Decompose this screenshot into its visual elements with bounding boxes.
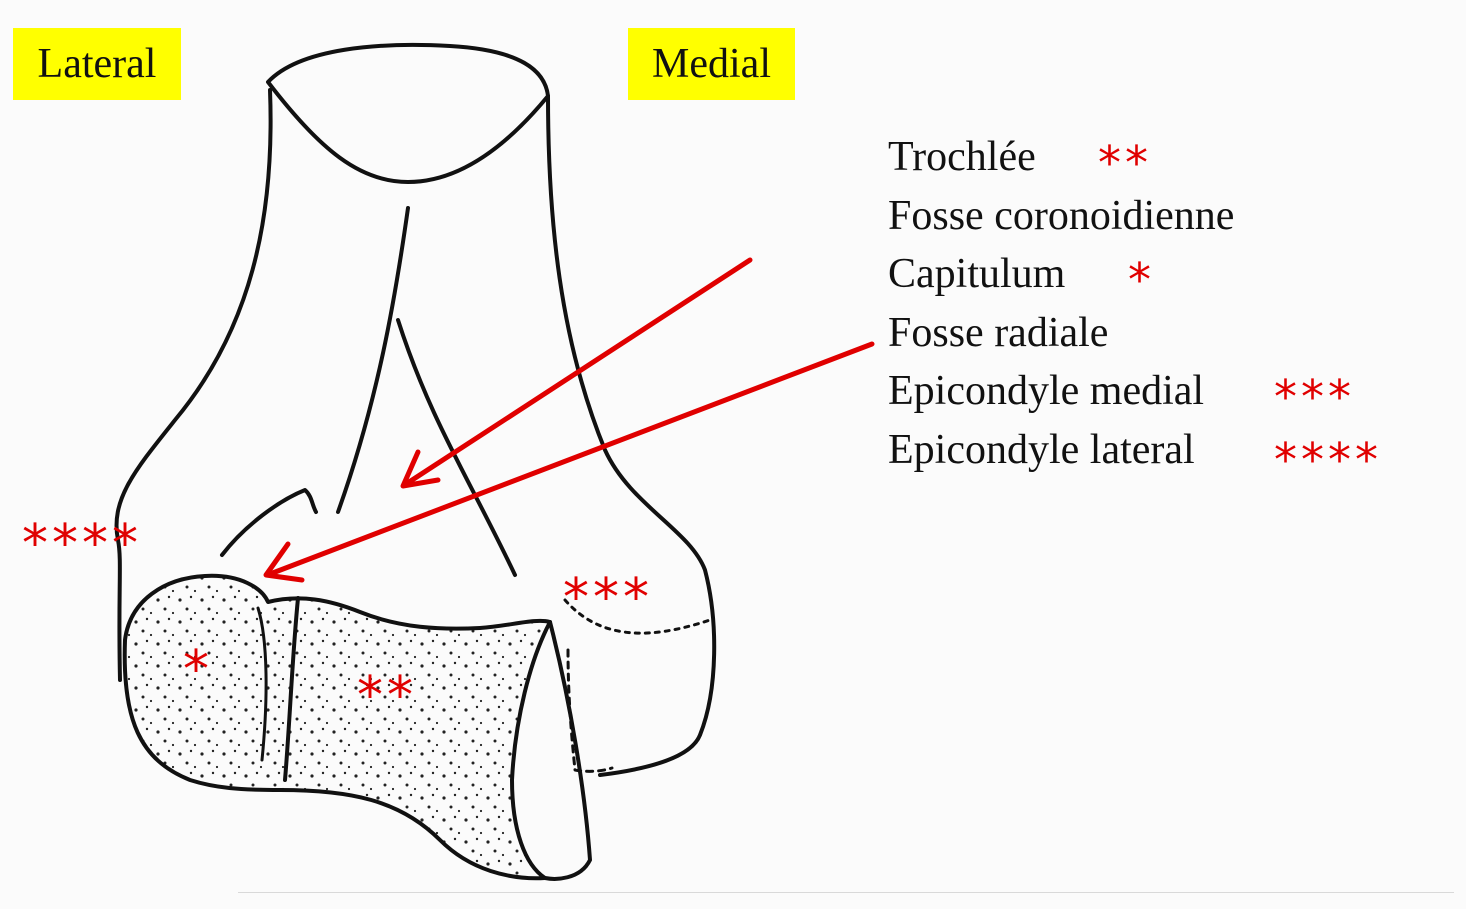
marker-medial-epicondyle: ***	[563, 568, 653, 628]
arrow-radial-fossa	[267, 341, 875, 577]
shaft-top-opening	[266, 42, 550, 184]
medial-label: Medial	[628, 28, 795, 100]
medial-groove	[563, 598, 712, 635]
legend-label: Capitulum	[888, 251, 1066, 297]
legend-label: Fosse coronoidienne	[888, 192, 1235, 239]
marker-lateral-epicondyle: ****	[22, 514, 142, 574]
fossa-edge	[220, 488, 318, 557]
shaft-medial-edge	[546, 94, 717, 777]
legend-item-epicondyle-lateral: Epicondyle lateral ****	[888, 421, 1378, 487]
legend: Trochlée ** Fosse coronoidienne Capitulu…	[888, 128, 1378, 487]
legend-item-capitulum: Capitulum *	[888, 245, 1234, 307]
lateral-label: Lateral	[13, 28, 181, 100]
legend-marker: ***	[1274, 370, 1355, 424]
ridge-line-left	[336, 206, 410, 514]
articular-surface	[122, 573, 552, 881]
marker-capitulum: *	[183, 640, 213, 700]
medial-dashed	[566, 648, 614, 773]
ridge-line-right	[396, 318, 517, 577]
arrowhead-coronoid-fossa	[400, 449, 441, 489]
legend-item-fosse-coronoidienne: Fosse coronoidienne	[888, 187, 1234, 246]
capitulum-divider	[283, 596, 300, 782]
legend-item-trochlee: Trochlée **	[888, 128, 1234, 190]
legend-label: Epicondyle lateral	[888, 426, 1195, 473]
shaft-lateral-edge	[114, 88, 273, 682]
legend-label: Trochlée	[888, 134, 1036, 180]
arrow-coronoid-fossa	[403, 257, 753, 487]
capitulum-groove	[256, 606, 268, 762]
footer-divider	[238, 892, 1454, 893]
legend-marker: ****	[1274, 432, 1382, 487]
legend-label: Epicondyle medial	[888, 368, 1205, 414]
legend-label: Fosse radiale	[888, 309, 1109, 356]
legend-marker: *	[1128, 253, 1155, 307]
legend-item-epicondyle-medial: Epicondyle medial ***	[888, 362, 1351, 424]
trochlea-rim	[543, 620, 592, 881]
marker-trochlea: **	[357, 666, 417, 726]
legend-marker: **	[1098, 136, 1152, 190]
arrowhead-radial-fossa	[263, 541, 305, 583]
legend-item-fosse-radiale: Fosse radiale	[888, 304, 1234, 363]
